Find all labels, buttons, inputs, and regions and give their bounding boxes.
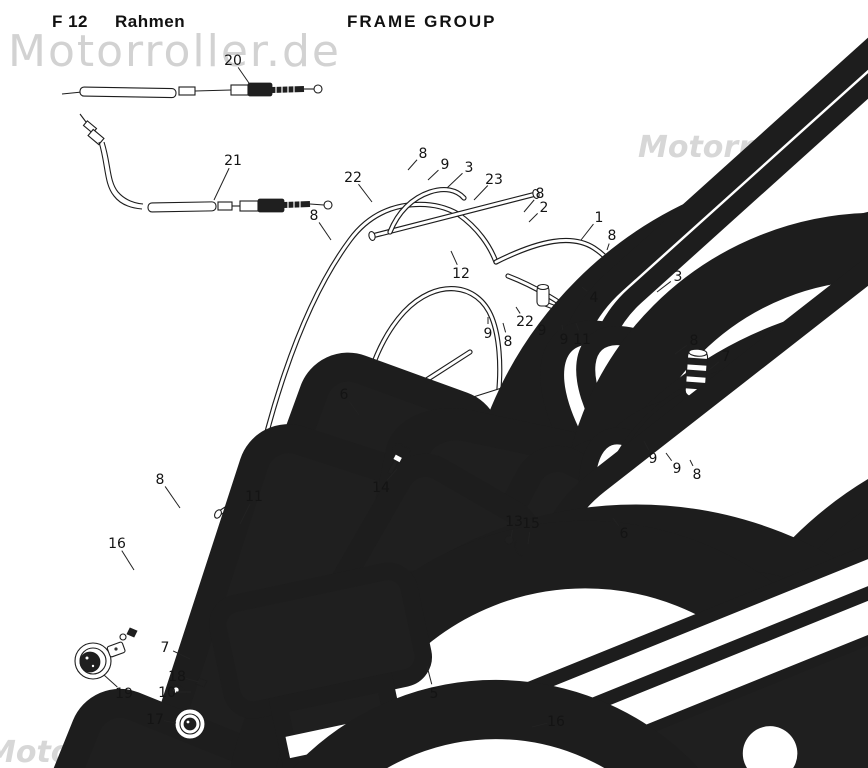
callout-label-9: 9 — [649, 451, 658, 467]
callout-label-13: 13 — [505, 514, 523, 530]
callout-label-21: 21 — [224, 153, 242, 169]
callout-leader-3 — [446, 172, 463, 189]
callout-leader-8 — [523, 199, 535, 213]
section-code: F 12 — [52, 12, 89, 31]
callout-leader-8 — [689, 459, 694, 467]
callout-leader-8 — [606, 243, 610, 251]
callout-label-12: 12 — [452, 266, 470, 282]
callout-leader-3 — [656, 281, 672, 293]
callout-label-11: 11 — [573, 332, 591, 348]
callout-leader-21 — [213, 167, 230, 201]
watermark-top-text: Motorroller.de — [8, 26, 341, 77]
callout-leader-22 — [358, 183, 373, 203]
callout-label-9: 9 — [484, 326, 493, 342]
callout-leader-9 — [643, 440, 650, 451]
callout-label-7: 7 — [161, 640, 170, 656]
callout-label-7: 7 — [722, 349, 731, 365]
callout-label-9: 9 — [560, 332, 569, 348]
callout-leader-7 — [708, 361, 720, 371]
callout-label-16: 16 — [108, 536, 126, 552]
callout-leader-14 — [386, 468, 398, 481]
callout-label-8: 8 — [690, 333, 699, 349]
callout-label-23: 23 — [485, 172, 503, 188]
callout-label-2: 2 — [540, 200, 549, 216]
callout-label-3: 3 — [674, 269, 683, 285]
wing-bolt-14 — [387, 442, 412, 475]
callout-label-8: 8 — [608, 228, 617, 244]
callout-label-6: 6 — [340, 387, 349, 403]
callout-leader-17 — [163, 720, 177, 724]
horn-part-17 — [171, 684, 206, 740]
callout-label-1: 1 — [595, 210, 604, 226]
callout-leader-22 — [515, 306, 521, 314]
callout-leader-9 — [665, 452, 673, 462]
callout-leader-19 — [103, 674, 118, 688]
callout-leader-12 — [450, 250, 458, 266]
callout-leader-16 — [121, 550, 135, 571]
callout-leader-8 — [502, 322, 507, 333]
callout-label-20: 20 — [224, 53, 242, 69]
callout-label-19: 19 — [115, 686, 133, 702]
callout-leader-8 — [164, 486, 181, 509]
svg-text:Motorroller.de: Motorroller.de — [8, 26, 341, 77]
callout-label-4: 4 — [590, 290, 599, 306]
callout-label-8: 8 — [504, 334, 513, 350]
callout-label-17: 17 — [146, 712, 164, 728]
callout-label-8: 8 — [310, 208, 319, 224]
callout-label-8: 8 — [693, 467, 702, 483]
callout-label-9: 9 — [673, 461, 682, 477]
callout-label-5: 5 — [430, 686, 439, 702]
headlamp-part-19 — [74, 627, 138, 680]
callout-leader-9 — [561, 324, 564, 331]
callout-leader-4 — [581, 286, 588, 292]
section-name-de: Rahmen — [115, 12, 186, 31]
callout-label-10: 10 — [158, 685, 176, 701]
callout-leader-18 — [185, 677, 200, 683]
cable-part-21 — [79, 113, 333, 213]
callout-leader-15 — [527, 531, 531, 545]
callout-leader-20 — [237, 67, 252, 87]
callout-leader-11 — [239, 503, 251, 525]
callout-leader-8 — [407, 159, 418, 171]
callout-leader-2 — [528, 213, 538, 223]
callout-leader-13 — [510, 529, 513, 539]
callout-leader-9 — [544, 316, 547, 322]
callout-label-3: 3 — [465, 160, 474, 176]
callout-label-8: 8 — [536, 186, 545, 202]
callout-label-8: 8 — [156, 472, 165, 488]
callout-leader-9 — [427, 169, 439, 181]
callout-label-18: 18 — [168, 669, 186, 685]
callout-label-8: 8 — [419, 146, 428, 162]
callout-label-14: 14 — [372, 480, 390, 496]
callout-label-11: 11 — [245, 489, 263, 505]
callout-label-22: 22 — [344, 170, 362, 186]
grip-part-7 — [684, 348, 709, 398]
diagram-title-de: F 12 Rahmen — [52, 12, 185, 32]
callout-label-22: 22 — [516, 314, 534, 330]
callout-leader-7 — [172, 650, 191, 660]
callout-leader-8 — [674, 344, 688, 355]
callout-label-16: 16 — [547, 714, 565, 730]
callout-leader-6 — [348, 401, 360, 416]
callout-leader-23 — [473, 185, 489, 201]
callout-label-6: 6 — [620, 526, 629, 542]
callout-leader-8 — [318, 222, 332, 241]
cable-part-20 — [61, 82, 323, 99]
diagram-title-en: FRAME GROUP — [347, 12, 497, 31]
callout-label-15: 15 — [522, 516, 540, 532]
callout-leader-6 — [612, 517, 620, 527]
callout-label-9: 9 — [538, 323, 547, 339]
callout-leader-11 — [575, 322, 580, 331]
callout-leader-5 — [426, 665, 433, 685]
callout-leader-1 — [580, 223, 594, 241]
callout-leader-16 — [531, 722, 548, 728]
callout-label-9: 9 — [441, 157, 450, 173]
